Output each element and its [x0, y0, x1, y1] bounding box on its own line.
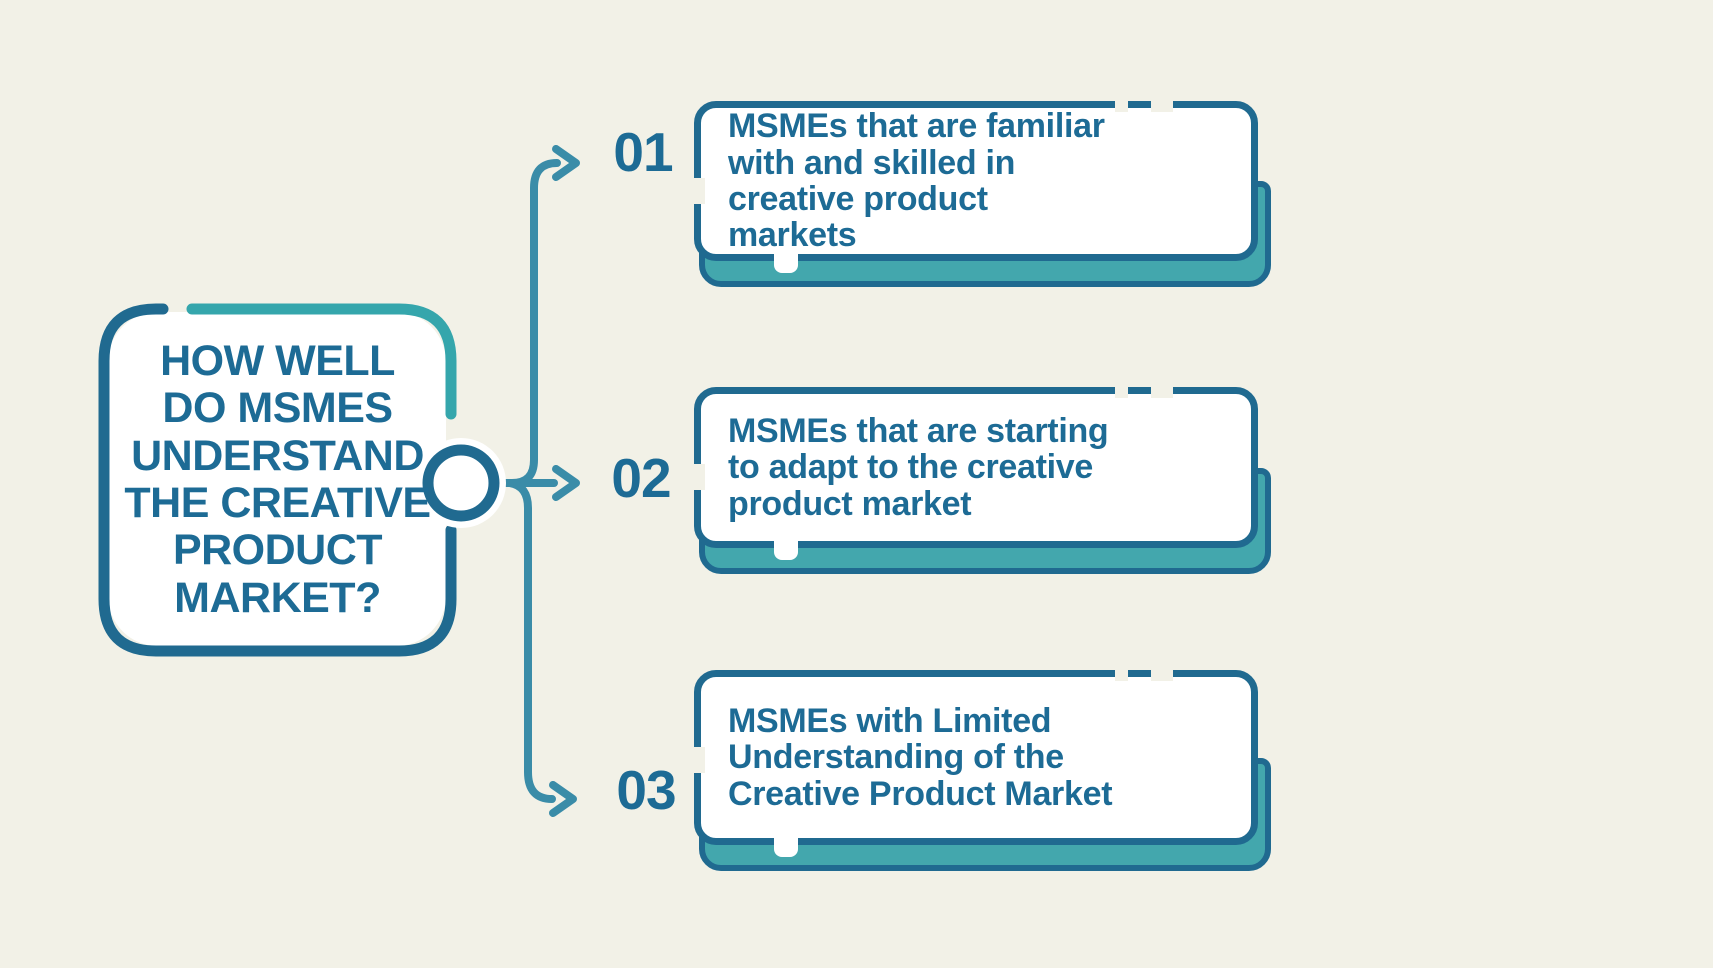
hub-circle: [422, 444, 500, 522]
border-dash-gap: [1151, 99, 1173, 112]
branch-arrowhead-2: [552, 465, 580, 501]
border-dash-gap: [1151, 668, 1173, 681]
branch-number-03: 03: [616, 759, 676, 821]
branch-line-3: [496, 479, 556, 803]
title-card-outline-teal: [186, 303, 457, 420]
border-dash-gap: [692, 464, 705, 490]
border-dash-gap: [1115, 99, 1128, 112]
branch-line-1: [496, 159, 561, 487]
border-dash-notch: [774, 252, 798, 273]
title-card-fill: [108, 312, 446, 646]
border-dash-notch: [774, 539, 798, 560]
branch-arrowhead-3: [549, 781, 577, 817]
border-dash-gap: [692, 178, 705, 204]
border-dash-notch: [774, 836, 798, 857]
branch-arrowhead-1: [552, 145, 580, 181]
title-card-outline-dark: [98, 303, 457, 657]
border-dash-gap: [1151, 385, 1173, 398]
border-dash-gap: [692, 747, 705, 773]
border-dash-gap: [1115, 668, 1128, 681]
border-dash-gap: [1115, 385, 1128, 398]
branch-number-02: 02: [611, 447, 671, 509]
branch-number-01: 01: [613, 121, 673, 183]
